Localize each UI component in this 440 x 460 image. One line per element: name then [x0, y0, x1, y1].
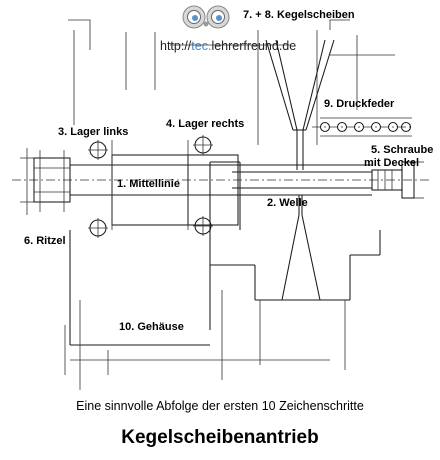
- label-center-line: 1. Mittellinie: [117, 178, 180, 190]
- label-pinion: 6. Ritzel: [24, 235, 66, 247]
- bevel-discs: [265, 39, 335, 301]
- label-bevel-discs: 7. + 8. Kegelscheiben: [243, 9, 355, 21]
- shaft: [70, 164, 372, 196]
- center-body: [111, 140, 239, 230]
- page-title: Kegelscheibenantrieb: [121, 427, 318, 448]
- label-bearing-right: 4. Lager rechts: [166, 118, 244, 130]
- screw-with-cap: [371, 161, 424, 199]
- label-bearing-left: 3. Lager links: [58, 126, 128, 138]
- bearing-right: [193, 135, 213, 236]
- construction-lines: [68, 19, 395, 145]
- housing: [64, 161, 381, 390]
- caption: Eine sinnvolle Abfolge der ersten 10 Zei…: [76, 399, 364, 413]
- compression-spring: [312, 117, 412, 137]
- label-screw-line2: mit Deckel: [364, 157, 419, 169]
- label-screw-line1: 5. Schraube: [371, 144, 433, 156]
- pinion: [20, 148, 71, 215]
- label-housing: 10. Gehäuse: [119, 321, 184, 333]
- bearing-left: [88, 140, 108, 238]
- owl-logo-icon: [182, 5, 230, 29]
- label-shaft: 2. Welle: [267, 197, 308, 209]
- label-compression-spring: 9. Druckfeder: [324, 98, 395, 110]
- website-url: http://tec.lehrerfreund.de: [160, 39, 296, 53]
